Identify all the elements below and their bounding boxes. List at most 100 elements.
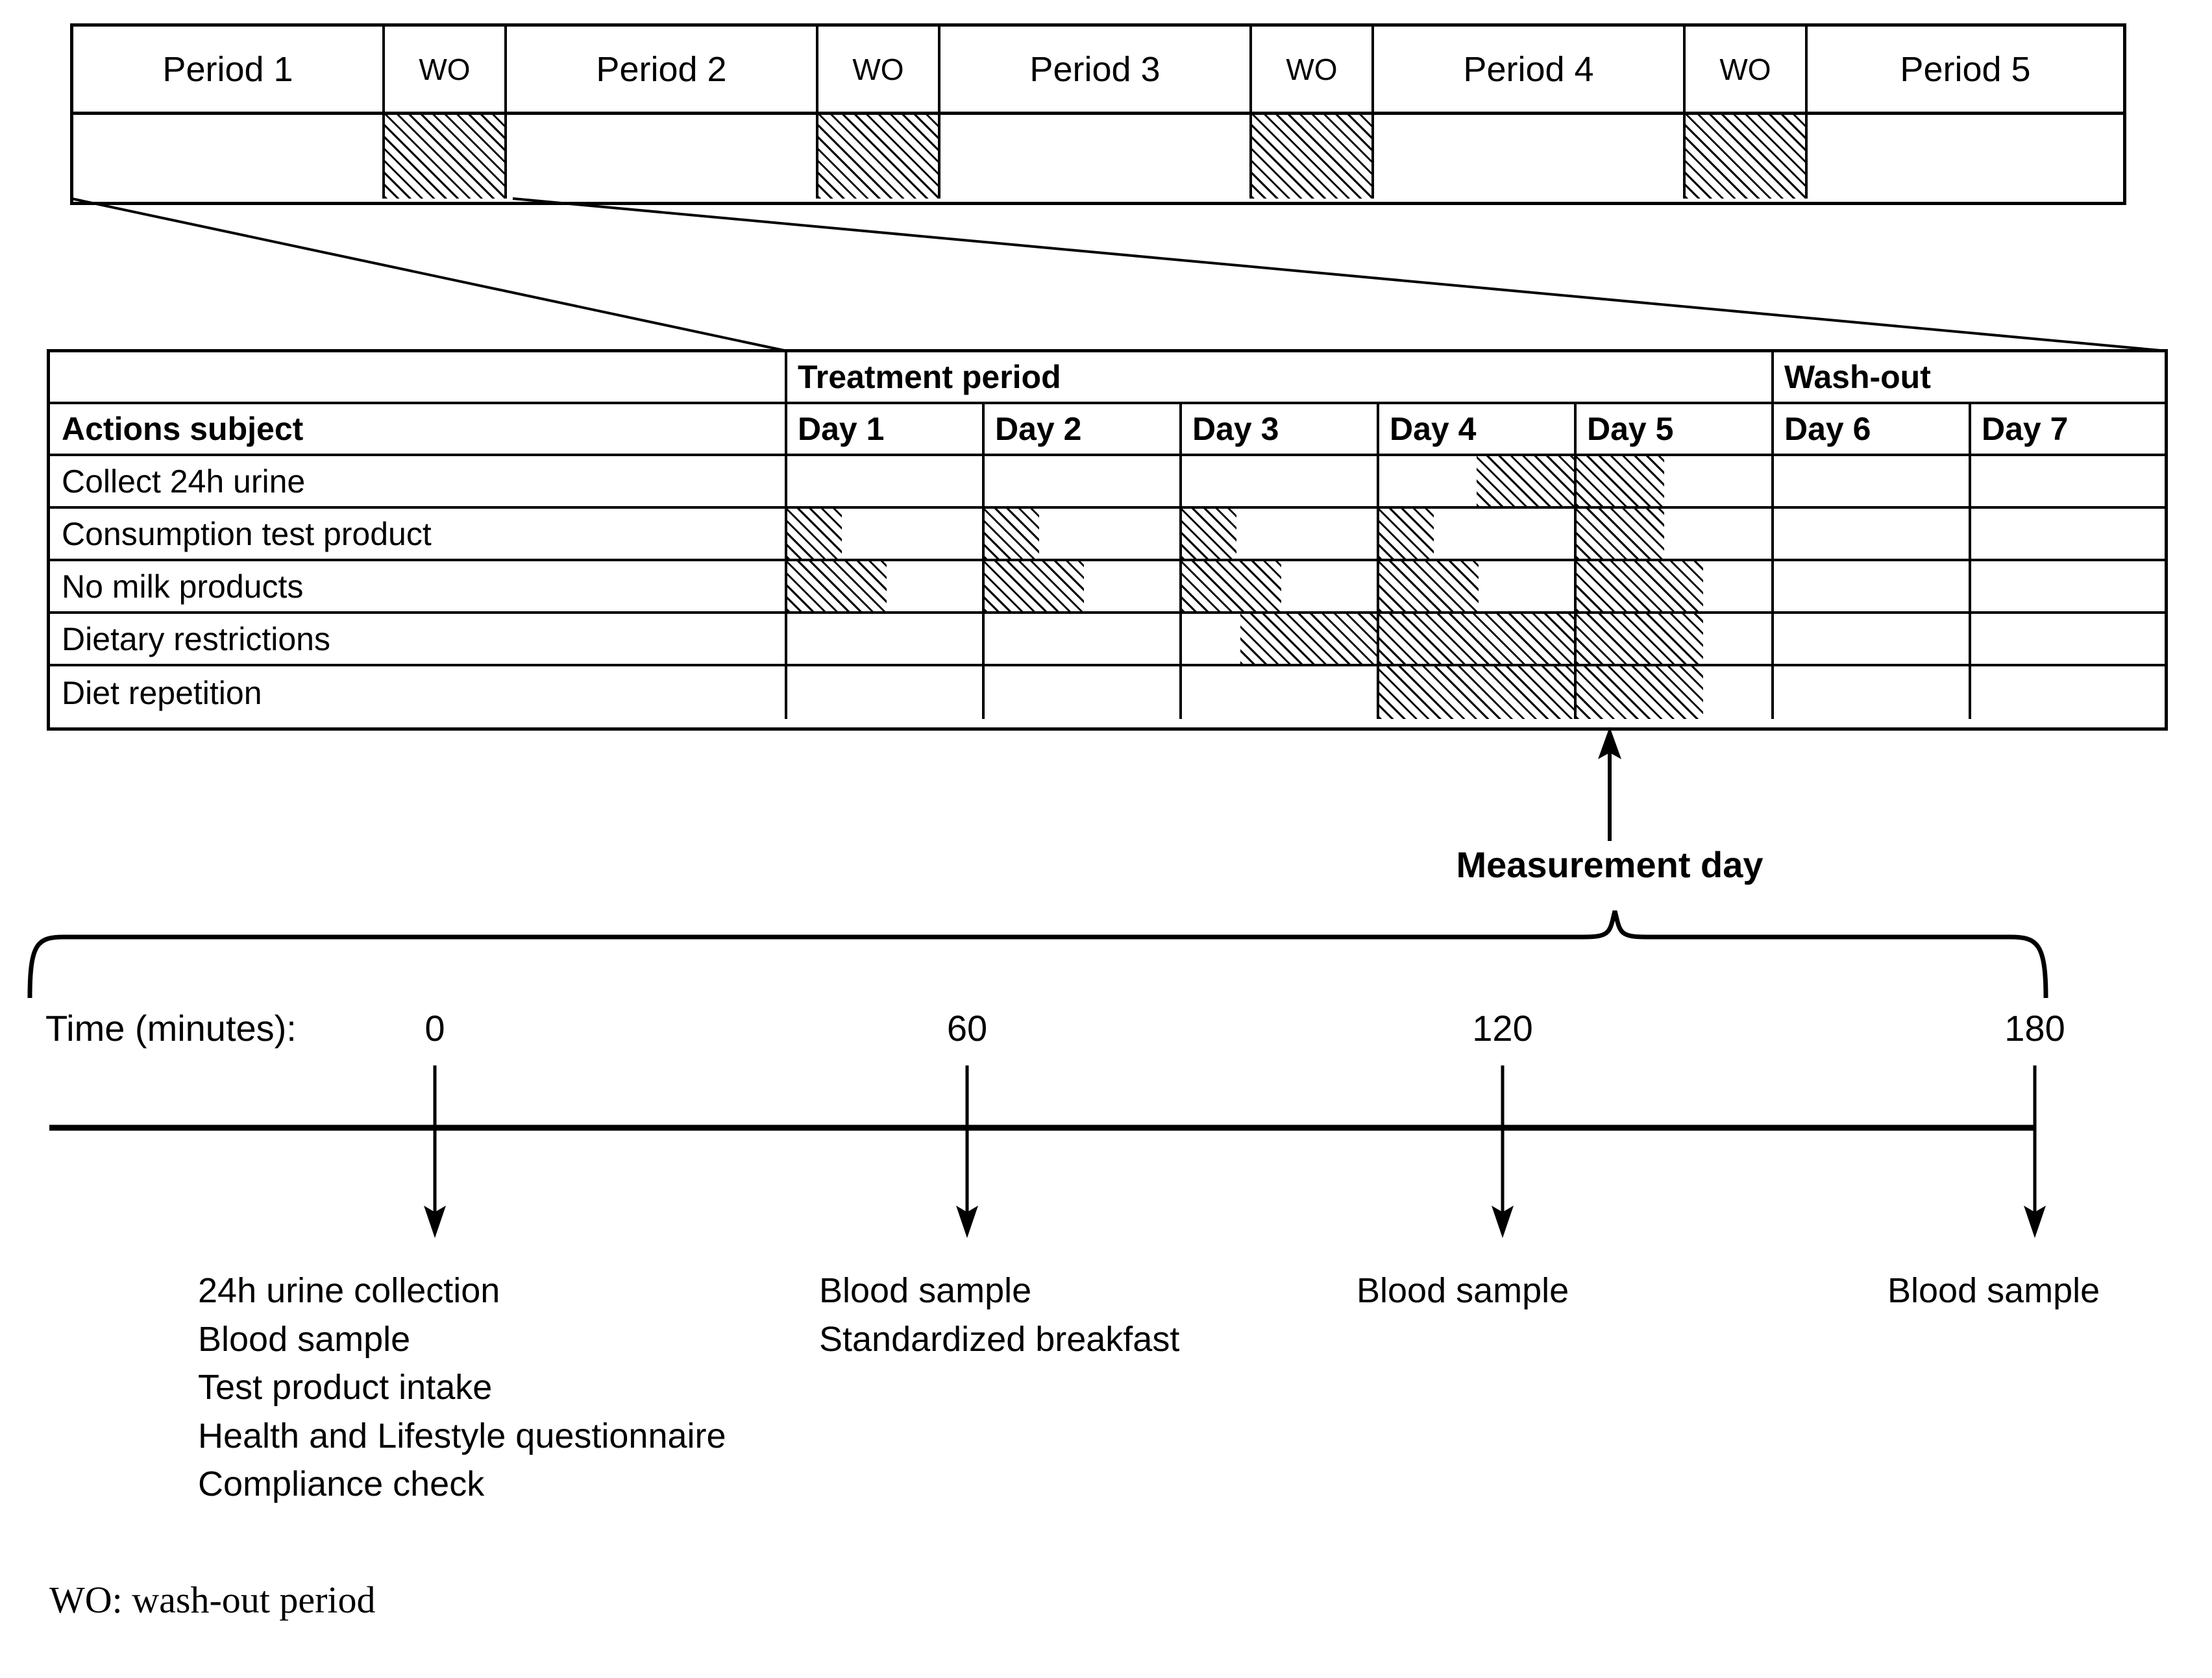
cell-r1-d1 — [985, 509, 1182, 559]
cell-r1-d6 — [1971, 509, 2169, 559]
measurement-day-arrow-icon — [1598, 727, 1621, 841]
cell-r4-d3 — [1379, 666, 1577, 719]
cell-r0-d4 — [1577, 456, 1774, 506]
day-header-day-1: Day 1 — [787, 404, 985, 454]
period-cell-wo-3: WO — [818, 27, 940, 112]
day-header-day-5: Day 5 — [1577, 404, 1774, 454]
table-row: Consumption test product — [50, 509, 2165, 561]
washout-bar-3 — [818, 115, 940, 199]
cell-r0-d0 — [787, 456, 985, 506]
hatch-fill — [1182, 561, 1281, 611]
hatch-fill — [1379, 509, 1434, 559]
tick-label-60: 60 — [946, 1008, 988, 1049]
washout-bar-5 — [1252, 115, 1374, 199]
group-header-wash-out: Wash-out — [1784, 359, 1931, 395]
washout-bar-7 — [1686, 115, 1808, 199]
table-row: Collect 24h urine — [50, 456, 2165, 509]
period-cell-wo-7: WO — [1686, 27, 1808, 112]
cell-r2-d3 — [1379, 561, 1577, 611]
cell-r0-d1 — [985, 456, 1182, 506]
hatch-fill — [1379, 614, 1574, 664]
period-cell-period-2-2: Period 2 — [507, 27, 818, 112]
cell-r4-d1 — [985, 666, 1182, 719]
actions-subject-header: Actions subject — [50, 404, 787, 454]
action-label-consumption-test-product: Consumption test product — [50, 509, 787, 559]
hatch-fill — [985, 561, 1084, 611]
actions-detail-table: Treatment period Wash-out Actions subjec… — [47, 349, 2168, 731]
hatch-fill — [1240, 614, 1377, 664]
hatch-fill — [1577, 561, 1703, 611]
cell-r4-d5 — [1774, 666, 1971, 719]
period-bar-6 — [1374, 115, 1686, 199]
action-label-collect-24h-urine: Collect 24h urine — [50, 456, 787, 506]
cell-r1-d5 — [1774, 509, 1971, 559]
time-axis-label: Time (minutes): — [45, 1008, 297, 1049]
cell-r2-d6 — [1971, 561, 2169, 611]
group-header-row: Treatment period Wash-out — [50, 352, 2165, 404]
cell-r1-d3 — [1379, 509, 1577, 559]
hatch-fill — [1379, 666, 1574, 719]
cell-r2-d0 — [787, 561, 985, 611]
cell-r3-d2 — [1182, 614, 1379, 664]
cell-r0-d2 — [1182, 456, 1379, 506]
tick-arrowhead-120 — [1492, 1206, 1514, 1238]
hatch-fill — [1577, 509, 1664, 559]
hatch-fill — [985, 509, 1039, 559]
action-day-cells — [787, 509, 2169, 559]
period-cell-period-3-4: Period 3 — [940, 27, 1252, 112]
cell-r2-d2 — [1182, 561, 1379, 611]
table-row: Dietary restrictions — [50, 614, 2165, 666]
cell-r0-d5 — [1774, 456, 1971, 506]
period-bar-row — [73, 115, 2123, 199]
zoom-connector-lines — [71, 197, 2161, 352]
corner-header-cell — [50, 352, 787, 402]
action-day-cells — [787, 614, 2169, 664]
measurement-day-brace — [27, 910, 2048, 999]
tick-arrowhead-0 — [424, 1206, 446, 1238]
day-header-day-6: Day 6 — [1774, 404, 1971, 454]
event-item: 24h urine collection — [198, 1271, 500, 1310]
tick-arrowhead-60 — [956, 1206, 978, 1238]
event-block-t180: Blood sample — [1887, 1267, 2100, 1315]
event-item: Compliance check — [198, 1465, 485, 1504]
event-item: Blood sample — [819, 1271, 1032, 1310]
hatch-fill — [1477, 456, 1574, 506]
group-header-treatment-period: Treatment period — [787, 352, 1774, 402]
event-item: Blood sample — [198, 1319, 411, 1359]
action-day-cells — [787, 561, 2169, 611]
cell-r0-d6 — [1971, 456, 2169, 506]
hatch-fill — [1577, 666, 1703, 719]
day-header-day-3: Day 3 — [1182, 404, 1379, 454]
period-cell-period-1-0: Period 1 — [73, 27, 385, 112]
cell-r2-d5 — [1774, 561, 1971, 611]
washout-bar-1 — [385, 115, 507, 199]
tick-label-0: 0 — [424, 1008, 445, 1049]
day-header-day-4: Day 4 — [1379, 404, 1577, 454]
action-label-diet-repetition: Diet repetition — [50, 666, 787, 719]
cell-r2-d1 — [985, 561, 1182, 611]
table-row: No milk products — [50, 561, 2165, 614]
cell-r1-d4 — [1577, 509, 1774, 559]
tick-label-120: 120 — [1472, 1008, 1533, 1049]
action-label-no-milk-products: No milk products — [50, 561, 787, 611]
period-cell-wo-5: WO — [1252, 27, 1374, 112]
day-header-day-2: Day 2 — [985, 404, 1182, 454]
hatch-fill — [1577, 614, 1703, 664]
action-day-cells — [787, 456, 2169, 506]
cell-r4-d4 — [1577, 666, 1774, 719]
footnote-wo-abbreviation: WO: wash-out period — [49, 1579, 376, 1621]
event-block-t120: Blood sample — [1357, 1267, 1569, 1315]
action-label-dietary-restrictions: Dietary restrictions — [50, 614, 787, 664]
period-cell-wo-1: WO — [385, 27, 507, 112]
period-bar-2 — [507, 115, 818, 199]
hatch-fill — [1577, 456, 1664, 506]
cell-r3-d4 — [1577, 614, 1774, 664]
cell-r4-d6 — [1971, 666, 2169, 719]
period-bar-8 — [1808, 115, 2123, 199]
hatch-fill — [1182, 509, 1236, 559]
